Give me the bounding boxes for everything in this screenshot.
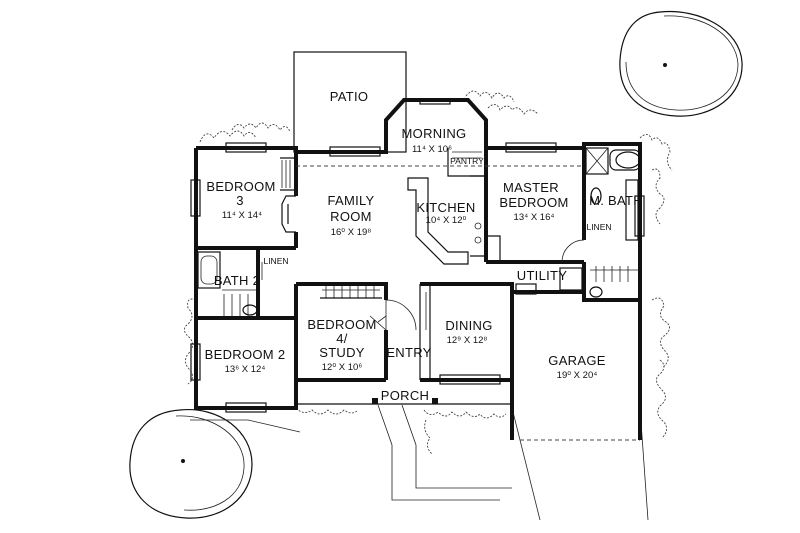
utility <box>515 267 583 295</box>
master-bedroom-dim: 13⁴ X 16⁴ <box>514 212 555 223</box>
family-room-dim: 16⁰ X 19⁸ <box>331 227 372 238</box>
bedroom-4-dim: 12⁰ X 10⁶ <box>322 362 363 373</box>
doors <box>261 190 585 331</box>
dining-dim: 12⁹ X 12⁸ <box>447 335 488 346</box>
garage-label: GARAGE <box>548 353 605 368</box>
bedroom-2-dim: 13⁶ X 12⁴ <box>225 364 266 375</box>
room-labels: PATIO MORNING 11⁴ X 10⁶ PANTRY FAMILY RO… <box>205 89 643 403</box>
fireplace <box>281 195 296 233</box>
garage-dim: 19⁰ X 20⁴ <box>557 370 598 381</box>
morning-dim: 11⁴ X 10⁶ <box>412 144 452 155</box>
master-bath-label: M. BATH <box>589 193 643 208</box>
shrubs <box>184 90 673 455</box>
windows <box>190 99 645 413</box>
site-lines <box>190 404 649 521</box>
dining-label: DINING <box>445 318 492 333</box>
interior-walls <box>196 148 586 380</box>
bedroom-3-label-2: 3 <box>236 193 244 208</box>
master-bedroom-label-1: MASTER <box>503 180 559 195</box>
entry-label: ENTRY <box>386 345 431 360</box>
family-room-label-1: FAMILY <box>327 193 374 208</box>
kitchen-label: KITCHEN <box>416 200 475 215</box>
morning-label: MORNING <box>402 126 467 141</box>
closets <box>222 157 640 316</box>
tree-top-right <box>619 10 743 117</box>
bedroom-4-label-2: 4/ <box>336 331 348 346</box>
hall-linen-label: LINEN <box>263 256 288 266</box>
bath-fixtures <box>197 147 641 316</box>
bedroom-4-label-1: BEDROOM <box>307 317 376 332</box>
bedroom-2-label: BEDROOM 2 <box>205 347 286 362</box>
bedroom-4-label-3: STUDY <box>319 345 365 360</box>
bedroom-3-label-1: BEDROOM <box>206 179 275 194</box>
master-linen-label: LINEN <box>586 222 611 232</box>
bath-2-label: BATH 2 <box>214 273 260 288</box>
porch <box>295 380 512 405</box>
family-room-label-2: ROOM <box>330 209 372 224</box>
porch-label: PORCH <box>381 388 429 403</box>
patio-label: PATIO <box>330 89 369 104</box>
master-bedroom-label-2: BEDROOM <box>499 195 568 210</box>
tree-bottom-left <box>129 409 253 519</box>
pantry-label: PANTRY <box>450 156 484 166</box>
kitchen-dim: 10⁴ X 12⁰ <box>426 215 467 226</box>
bedroom-3-dim: 11⁴ X 14⁴ <box>222 210 262 221</box>
kitchen-counters <box>407 148 487 265</box>
utility-label: UTILITY <box>517 268 568 283</box>
